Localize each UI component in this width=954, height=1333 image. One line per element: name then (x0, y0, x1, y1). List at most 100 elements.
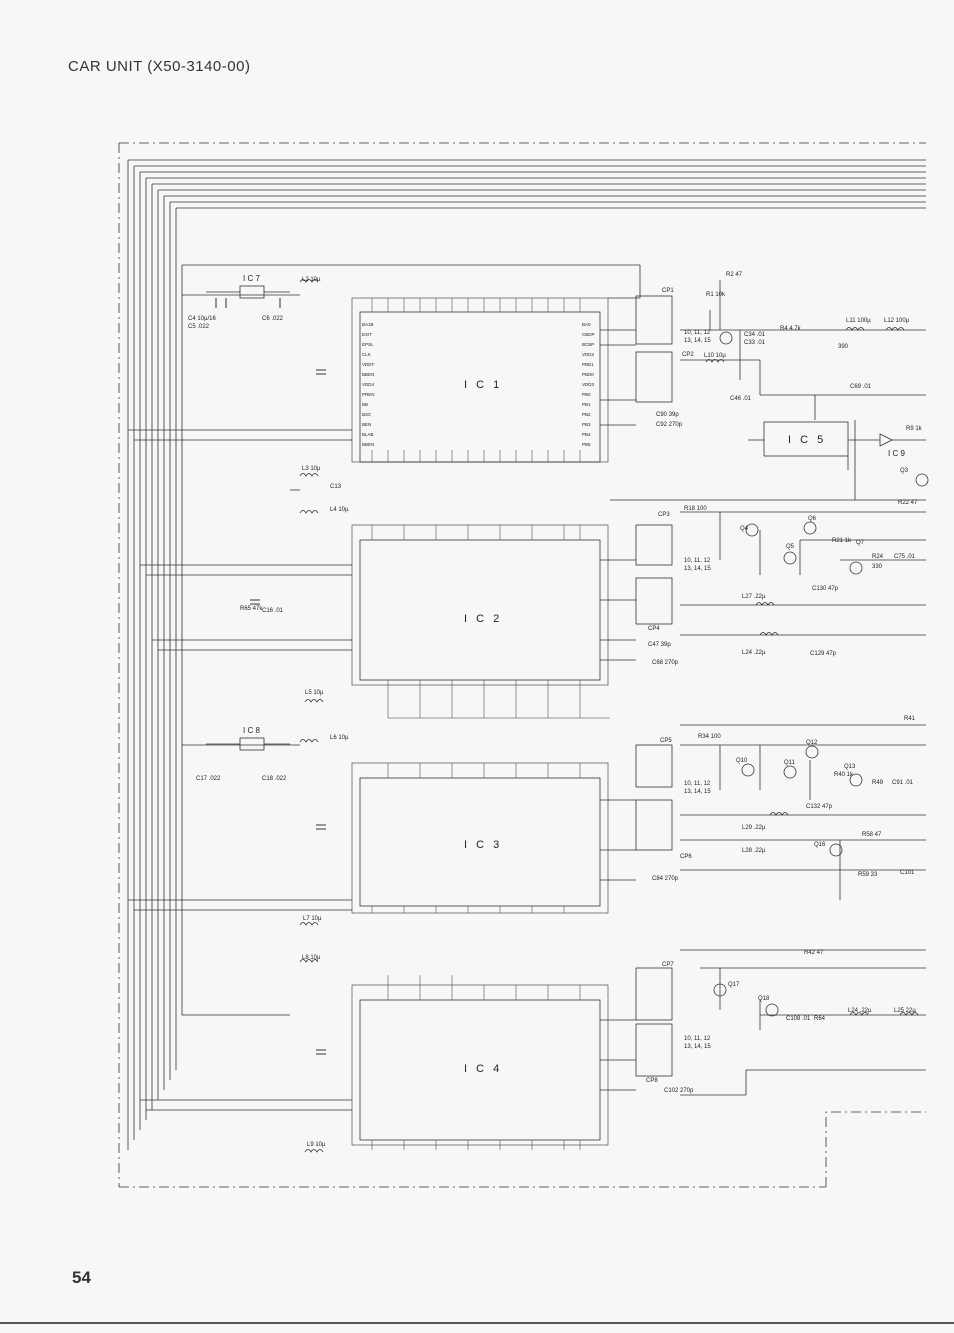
ic1-pin-l1: EXIT (362, 332, 372, 337)
q3-symbol (915, 473, 929, 487)
r49-label: R49 (872, 780, 884, 786)
c68-label: C68 270p (652, 660, 679, 666)
q10-label: Q10 (736, 758, 748, 764)
c16-label: C16 .01 (262, 608, 284, 614)
ic7-label: I C 7 (243, 274, 260, 283)
q4-symbol (745, 523, 759, 537)
l4-label: L4 10µ (330, 507, 349, 513)
cp3-label: CP3 (658, 512, 670, 518)
l24-coil (759, 632, 779, 636)
cp1-block (635, 295, 673, 345)
c132-label: C132 47p (806, 804, 833, 810)
l6-coil (299, 739, 319, 743)
ic9-buffer (879, 433, 893, 447)
cp5-note-b: 13, 14, 15 (684, 789, 711, 795)
ic1-pin-r3: VDD2 (582, 352, 595, 357)
l5-label: L5 10µ (305, 690, 324, 696)
ic1-pin-l4: VDDT (362, 362, 375, 367)
q13-label: Q13 (844, 764, 856, 770)
q17-label: Q17 (728, 982, 740, 988)
q17-symbol (713, 983, 727, 997)
ic1-pin-r7: PB0 (582, 392, 591, 397)
r9-label: R9 1k (906, 426, 923, 432)
ic1-pin-r4: PBD1 (582, 362, 594, 367)
ic9-label: I C 9 (888, 449, 905, 458)
l24b-coil (849, 1012, 869, 1016)
l11-label: L11 100µ (846, 318, 871, 324)
cp5-note-a: 10, 11, 12 (684, 781, 711, 787)
q11-label: Q11 (784, 760, 796, 766)
l12-label: L12 100µ (884, 318, 910, 324)
ic5-body (763, 421, 849, 457)
c91-label: C91 .01 (892, 780, 914, 786)
l28-label: L28 .22µ (742, 848, 766, 854)
cp4-block (635, 577, 673, 625)
ic1-pin-r1: CBDP (582, 332, 595, 337)
l29-label: L29 .22µ (742, 825, 766, 831)
ic1-pin-l0: BA1B (362, 322, 374, 327)
l10-label: L10 10µ (704, 353, 726, 359)
ic2-label: I C 2 (464, 613, 502, 625)
c75-label: C75 .01 (894, 554, 916, 560)
l27-label: L27 .22µ (742, 594, 766, 600)
q5-label: Q5 (786, 544, 795, 550)
q12-label: Q12 (806, 740, 818, 746)
page-number: 54 (72, 1268, 91, 1287)
q1-symbol (719, 331, 733, 345)
ic7-body (239, 285, 265, 299)
l29-coil (769, 812, 789, 816)
c6-label: C6 .022 (262, 316, 284, 322)
cp5-block (635, 744, 673, 788)
c102-label: C102 270p (664, 1088, 694, 1094)
r18-label: R18 100 (684, 506, 707, 512)
ic1-pin-l10: BEN (362, 422, 371, 427)
q12-symbol (805, 745, 819, 759)
r21-label: R21 1k (832, 538, 852, 544)
r42-label: R42 47 (804, 950, 824, 956)
l24b-label: L24 .22µ (848, 1008, 872, 1014)
q10-symbol (741, 763, 755, 777)
r34-label: R34 100 (698, 734, 721, 740)
ic1-pin-r10: PB3 (582, 422, 591, 427)
l6-label: L6 10µ (330, 735, 349, 741)
cp7-label: CP7 (662, 962, 674, 968)
cp6-label: CP6 (680, 854, 692, 860)
c69-label: C69 .01 (850, 384, 872, 390)
cp1-note-b: 13, 14, 15 (684, 338, 711, 344)
r58-label: R58 47 (862, 832, 882, 838)
ic8-body (239, 737, 265, 751)
ic1-pin-l7: PREN (362, 392, 375, 397)
cp7-block (635, 967, 673, 1021)
r22-label: R22 47 (898, 500, 918, 506)
page-title: CAR UNIT (X50-3140-00) (68, 58, 251, 75)
ic4-body (359, 999, 601, 1141)
q6-symbol (803, 521, 817, 535)
l24-label: L24 .22µ (742, 650, 766, 656)
c92-label: C92 270p (656, 422, 683, 428)
ic1-pin-l3: CLK (362, 352, 371, 357)
ic1-pin-l5: BBEN (362, 372, 374, 377)
ic1-pin-r8: PB1 (582, 402, 591, 407)
r64-label: R64 (814, 1016, 826, 1022)
l12-coil (885, 327, 905, 331)
ic2-body (359, 539, 601, 681)
ic1-pin-r12: PB5 (582, 442, 591, 447)
c130-label: C130 47p (812, 586, 839, 592)
q13-symbol (849, 773, 863, 787)
c33-label: C33 .01 (744, 340, 766, 346)
l9-coil (304, 1149, 324, 1153)
r2-label: R2 47 (726, 272, 743, 278)
q3-label: Q3 (900, 468, 909, 474)
c13-label: C13 (330, 484, 342, 490)
l9-label: L9 10µ (307, 1142, 326, 1148)
cp2-block (635, 351, 673, 403)
cp2-label: CP2 (682, 352, 694, 358)
l10-coil (705, 359, 725, 363)
ic3-body (359, 777, 601, 907)
q7-symbol (849, 561, 863, 575)
ic1-pin-r5: PBD0 (582, 372, 594, 377)
c4-label: C4 10µ/16 (188, 316, 216, 322)
ic1-pin-r11: PB4 (582, 432, 591, 437)
q6-label: Q6 (808, 516, 817, 522)
